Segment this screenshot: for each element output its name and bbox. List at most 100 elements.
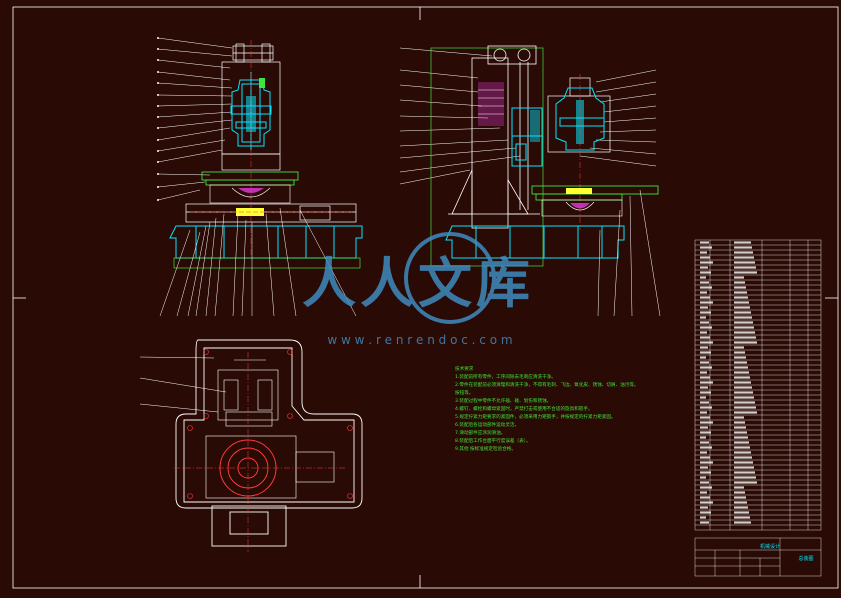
parts-list-entry-mark <box>734 481 757 484</box>
parts-list-entry-mark <box>700 381 713 384</box>
parts-list-entry-mark <box>734 316 752 319</box>
top-view-bolt-holes <box>187 349 353 499</box>
parts-list-entry-mark <box>700 471 711 474</box>
parts-list-entry-mark <box>700 351 711 354</box>
parts-list-entry-mark <box>700 256 710 259</box>
parts-list-entry-mark <box>734 346 744 349</box>
parts-list-entry-mark <box>700 321 709 324</box>
parts-list-entry-mark <box>700 501 713 504</box>
top-view-outline <box>175 339 363 547</box>
parts-list-entry-mark <box>734 301 749 304</box>
parts-list-entry-mark <box>734 421 745 424</box>
parts-list-entry-mark <box>700 416 710 419</box>
top-view-leaders <box>139 356 227 413</box>
parts-list-entry-mark <box>734 376 750 379</box>
front-view-leaders-bottom <box>159 207 357 317</box>
side-table-nut <box>566 188 592 194</box>
parts-list-entry-mark <box>700 461 713 464</box>
parts-list-entry-mark <box>700 391 711 394</box>
parts-list-entry-mark <box>700 481 709 484</box>
parts-list-entry-mark <box>734 511 749 514</box>
parts-list-entry-mark <box>700 396 706 399</box>
front-worktable <box>201 171 299 186</box>
parts-list-entry-mark <box>700 346 708 349</box>
parts-list-entry-mark <box>700 511 711 514</box>
parts-list-entry-mark <box>700 386 708 389</box>
title-block-company: 机械设计 <box>760 543 780 550</box>
parts-list-entry-mark <box>734 261 755 264</box>
parts-list-entry-mark <box>734 356 746 359</box>
parts-list-entry-mark <box>700 361 709 364</box>
parts-list-entry-mark <box>734 506 748 509</box>
top-view <box>139 339 363 552</box>
watermark-logo-ring <box>404 232 496 324</box>
title-block <box>694 537 822 577</box>
side-base <box>445 225 625 259</box>
notes-line: 4.螺钉、螺栓和螺母紧固时，严禁打击或使用不合适的旋具和扳手。 <box>455 405 593 412</box>
parts-list-entry-mark <box>734 246 752 249</box>
parts-list-entry-mark <box>734 516 750 519</box>
parts-list-entry-mark <box>734 311 751 314</box>
parts-list-entry-mark <box>734 321 753 324</box>
notes-line: 5.规定拧紧力矩要求的紧固件，必须采用力矩扳手，并按规定的拧紧力矩紧固。 <box>455 413 616 420</box>
drawing-frame <box>12 6 839 589</box>
side-worktable <box>531 185 659 201</box>
parts-list-entry-mark <box>700 401 709 404</box>
notes-line: 7.滑动部件应涂润滑油。 <box>455 429 505 436</box>
parts-list-entry-mark <box>700 241 709 244</box>
top-view-centerlines <box>174 352 346 552</box>
parts-list-entry-mark <box>700 271 711 274</box>
parts-list-entry-mark <box>734 251 753 254</box>
parts-list-entry-mark <box>700 356 706 359</box>
front-view <box>157 37 363 317</box>
parts-list-entry-mark <box>734 436 748 439</box>
front-green-marker <box>259 78 265 88</box>
parts-list-entry-mark <box>700 496 710 499</box>
side-view-leaders-left <box>399 47 521 185</box>
notes-title: 技术要求 <box>455 365 474 372</box>
parts-list-entry-mark <box>734 276 744 279</box>
parts-list-entry-mark <box>734 486 744 489</box>
parts-list-entry-mark <box>734 406 756 409</box>
parts-list-entry-mark <box>734 476 756 479</box>
notes-line: 6.装配后各运动部件运动灵活。 <box>455 421 519 428</box>
technical-notes: 技术要求 1.装配前所有零件，工序间除去毛刺应清洗干净。2.零件在装配前必须清理… <box>455 365 639 452</box>
parts-list-entry-mark <box>734 256 754 259</box>
front-rotary-base <box>209 184 291 204</box>
notes-line: 8.装配后工作台面平行度误差（表）。 <box>455 437 531 444</box>
parts-list-entry-mark <box>734 401 755 404</box>
parts-list-entry-mark <box>700 266 708 269</box>
parts-list-entry-mark <box>700 491 707 494</box>
front-carriage <box>185 203 357 223</box>
parts-list-entry-mark <box>700 301 713 304</box>
side-view <box>399 45 661 317</box>
parts-list-entry-mark <box>700 411 707 414</box>
watermark-url: w w w . r e n r e n d o c . c o m <box>327 333 512 347</box>
parts-list-entry-mark <box>734 271 757 274</box>
side-view-leaders-bottom <box>597 189 661 317</box>
side-column-hatch <box>478 82 504 126</box>
parts-list-entry-mark <box>734 341 757 344</box>
parts-list-entry-mark <box>734 296 748 299</box>
parts-list-entry-mark <box>700 331 707 334</box>
parts-list-entry-mark <box>700 421 713 424</box>
notes-line: 2.零件在装配前必须清理和清洗干净，不得有毛刺、飞边、氧化皮、锈蚀、切屑、油污等… <box>455 381 639 388</box>
side-column-foot <box>448 169 540 215</box>
parts-list-entry-mark <box>700 251 707 254</box>
watermark: 人人文库 w w w . r e n r e n d o c . c o m <box>302 232 530 347</box>
parts-list-entry-mark <box>734 351 745 354</box>
parts-list-entry-mark <box>700 326 712 329</box>
parts-list-entry-mark <box>734 461 753 464</box>
parts-list-entry-mark <box>700 371 707 374</box>
parts-list-entry-mark <box>700 291 707 294</box>
parts-list-entry-mark <box>734 386 752 389</box>
parts-list-entry-mark <box>734 501 747 504</box>
parts-list-entry-mark <box>734 496 746 499</box>
parts-list-entry-mark <box>734 381 751 384</box>
parts-list-entry-mark <box>734 451 751 454</box>
parts-list-entry-mark <box>734 471 755 474</box>
parts-list-entry-mark <box>734 456 752 459</box>
parts-list-entry-mark <box>700 336 710 339</box>
parts-list-entry-mark <box>734 416 744 419</box>
